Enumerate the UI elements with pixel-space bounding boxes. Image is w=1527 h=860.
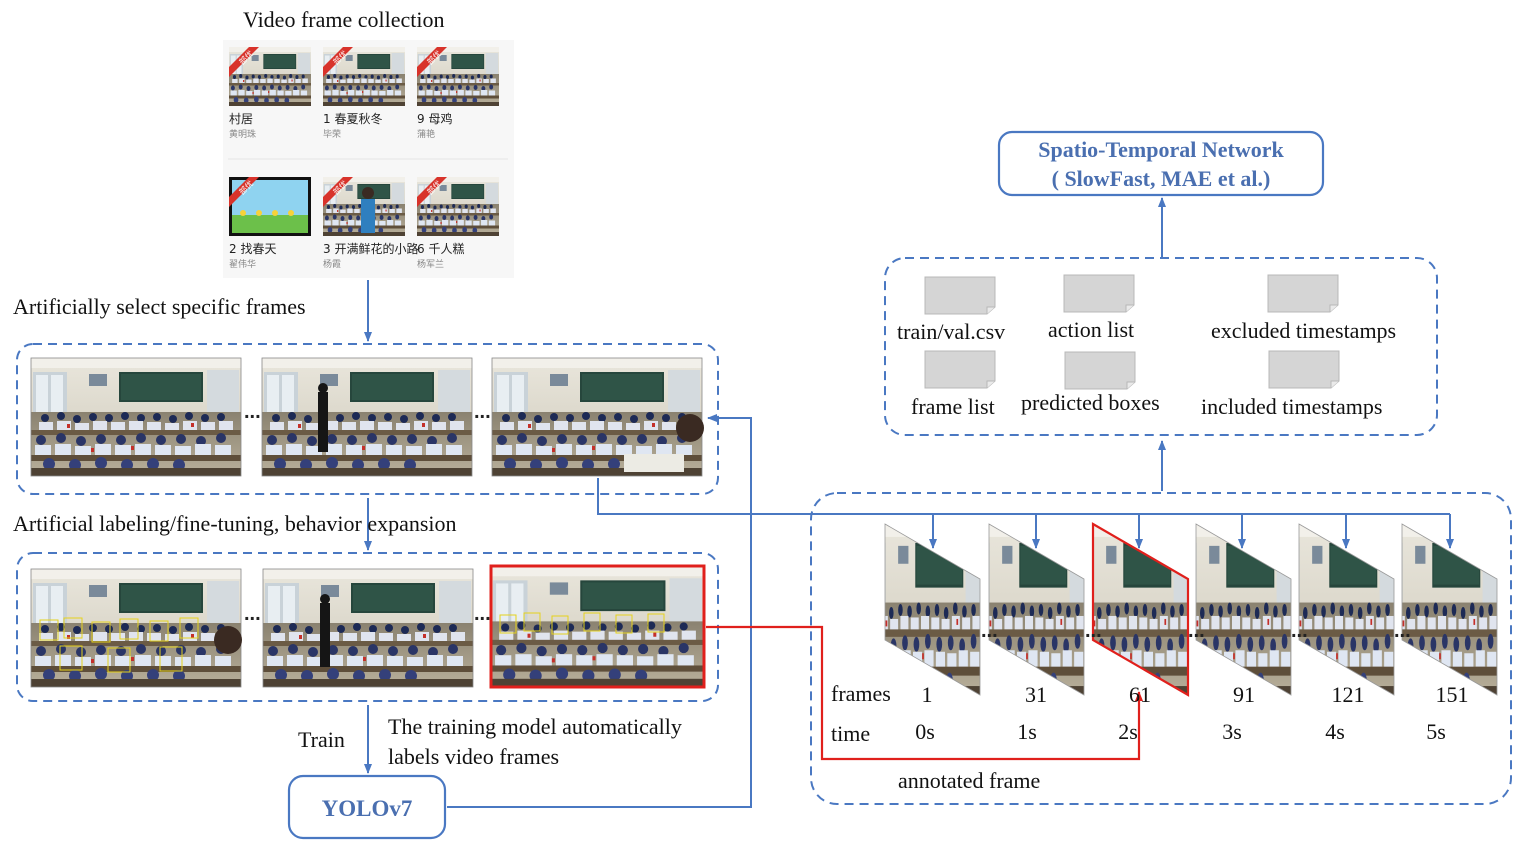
thumbnail-6: 部优 — [417, 177, 499, 236]
network-box — [997, 130, 1325, 197]
file-list-box — [884, 257, 1438, 436]
thumbnail-3: 部优 — [417, 47, 499, 106]
arrow-annotated-frame — [706, 625, 1143, 761]
annotated-frame-label: annotated frame — [898, 768, 1041, 793]
frame-drop-arrows — [929, 514, 1454, 549]
file-icon — [924, 276, 996, 315]
network-title: Spatio-Temporal Network ( SlowFast, MAE … — [999, 136, 1323, 193]
arrow-yolo-feedback — [447, 414, 752, 808]
sequence-ellipsis-4: ... — [1291, 620, 1308, 642]
frame-sequence — [884, 522, 1498, 697]
auto-label-line2: labels video frames — [388, 744, 560, 769]
sequence-frame-6 — [1401, 523, 1498, 696]
annotation-box — [810, 492, 1512, 805]
ellipsis-2: ... — [474, 401, 491, 423]
thumbnail-4: 部优 — [229, 177, 311, 236]
file-label-predicted-boxes: predicted boxes — [1021, 390, 1160, 415]
sequence-ellipsis-3: ... — [1188, 620, 1205, 642]
labeled-frame-2 — [262, 568, 474, 688]
thumbnail-title: 2 找春天 — [229, 242, 277, 256]
file-icon — [1268, 350, 1340, 389]
thumbnail-grid: 部优部优部优部优部优部优 — [229, 47, 499, 236]
network-title-line2: ( SlowFast, MAE et al.) — [1051, 165, 1271, 191]
frame-time-4: 3s — [1222, 719, 1242, 744]
step-label-label: Artificial labeling/fine-tuning, behavio… — [13, 511, 457, 536]
thumbnail-title: 3 开满鲜花的小路 — [323, 242, 419, 256]
frame-number-6: 151 — [1435, 682, 1469, 707]
ellipsis-4: ... — [474, 603, 491, 625]
frame-time-3: 2s — [1118, 719, 1138, 744]
time-row-label: time — [831, 721, 871, 746]
selected-frame-1 — [30, 357, 242, 477]
thumbnail-author: 杨霞 — [323, 260, 342, 270]
labeled-frame-1 — [30, 568, 242, 688]
thumbnail-author: 蒲艳 — [417, 130, 436, 140]
frame-number-1: 1 — [921, 682, 933, 707]
collection-title: Video frame collection — [243, 7, 445, 32]
thumbnail-title: 9 母鸡 — [417, 112, 453, 126]
file-label-trainval: train/val.csv — [897, 319, 1006, 344]
auto-label-line1: The training model automatically — [388, 714, 682, 739]
thumbnail-title: 村居 — [229, 112, 254, 126]
thumbnail-title: 6 千人糕 — [417, 242, 465, 256]
sequence-ellipsis-1: ... — [981, 620, 998, 642]
sequence-ellipsis-2: ... — [1085, 620, 1102, 642]
frame-number-3: 61 — [1129, 682, 1151, 707]
file-icon — [924, 350, 996, 389]
sequence-frame-1 — [884, 523, 981, 696]
frame-number-4: 91 — [1233, 682, 1255, 707]
thumbnail-author: 黄明珠 — [229, 130, 257, 140]
arrow-select-to-sequence — [597, 478, 1450, 515]
ellipsis-1: ... — [244, 401, 261, 423]
selected-frame-3 — [491, 357, 704, 477]
selected-frame-2 — [261, 357, 473, 477]
file-label-frame-list: frame list — [911, 394, 995, 419]
labeled-frame-3-highlighted — [489, 564, 706, 689]
frame-time-6: 5s — [1426, 719, 1446, 744]
network-title-line1: Spatio-Temporal Network — [1038, 137, 1284, 162]
step-select-label: Artificially select specific frames — [13, 294, 306, 319]
frame-time-2: 1s — [1017, 719, 1037, 744]
thumbnail-2: 部优 — [323, 47, 405, 106]
sequence-frame-5 — [1298, 523, 1395, 696]
file-icons — [924, 274, 1340, 390]
thumbnail-author: 翟伟华 — [229, 260, 257, 270]
train-label: Train — [298, 727, 345, 752]
sequence-frame-2 — [988, 523, 1085, 696]
file-label-excluded: excluded timestamps — [1211, 318, 1397, 343]
thumbnail-author: 毕荣 — [323, 130, 342, 140]
sequence-frame-4 — [1195, 523, 1292, 696]
sequence-frame-3 — [1091, 522, 1190, 697]
sequence-ellipsis-5: ... — [1394, 620, 1411, 642]
frame-number-5: 121 — [1331, 682, 1365, 707]
file-label-action-list: action list — [1048, 317, 1135, 342]
file-icon — [1063, 274, 1135, 313]
file-label-included: included timestamps — [1201, 394, 1383, 419]
thumbnail-1: 部优 — [229, 47, 311, 106]
frame-time-1: 0s — [915, 719, 935, 744]
frame-time-5: 4s — [1325, 719, 1345, 744]
file-icon — [1064, 351, 1136, 390]
frame-number-2: 31 — [1025, 682, 1047, 707]
thumbnail-author: 杨军兰 — [417, 260, 445, 270]
thumbnail-5: 部优 — [323, 177, 405, 236]
frames-row-label: frames — [831, 681, 891, 706]
yolo-label: YOLOv7 — [321, 796, 413, 821]
thumbnail-title: 1 春夏秋冬 — [323, 112, 383, 126]
ellipsis-3: ... — [244, 603, 261, 625]
file-icon — [1267, 274, 1339, 313]
yolo-box — [287, 774, 447, 840]
